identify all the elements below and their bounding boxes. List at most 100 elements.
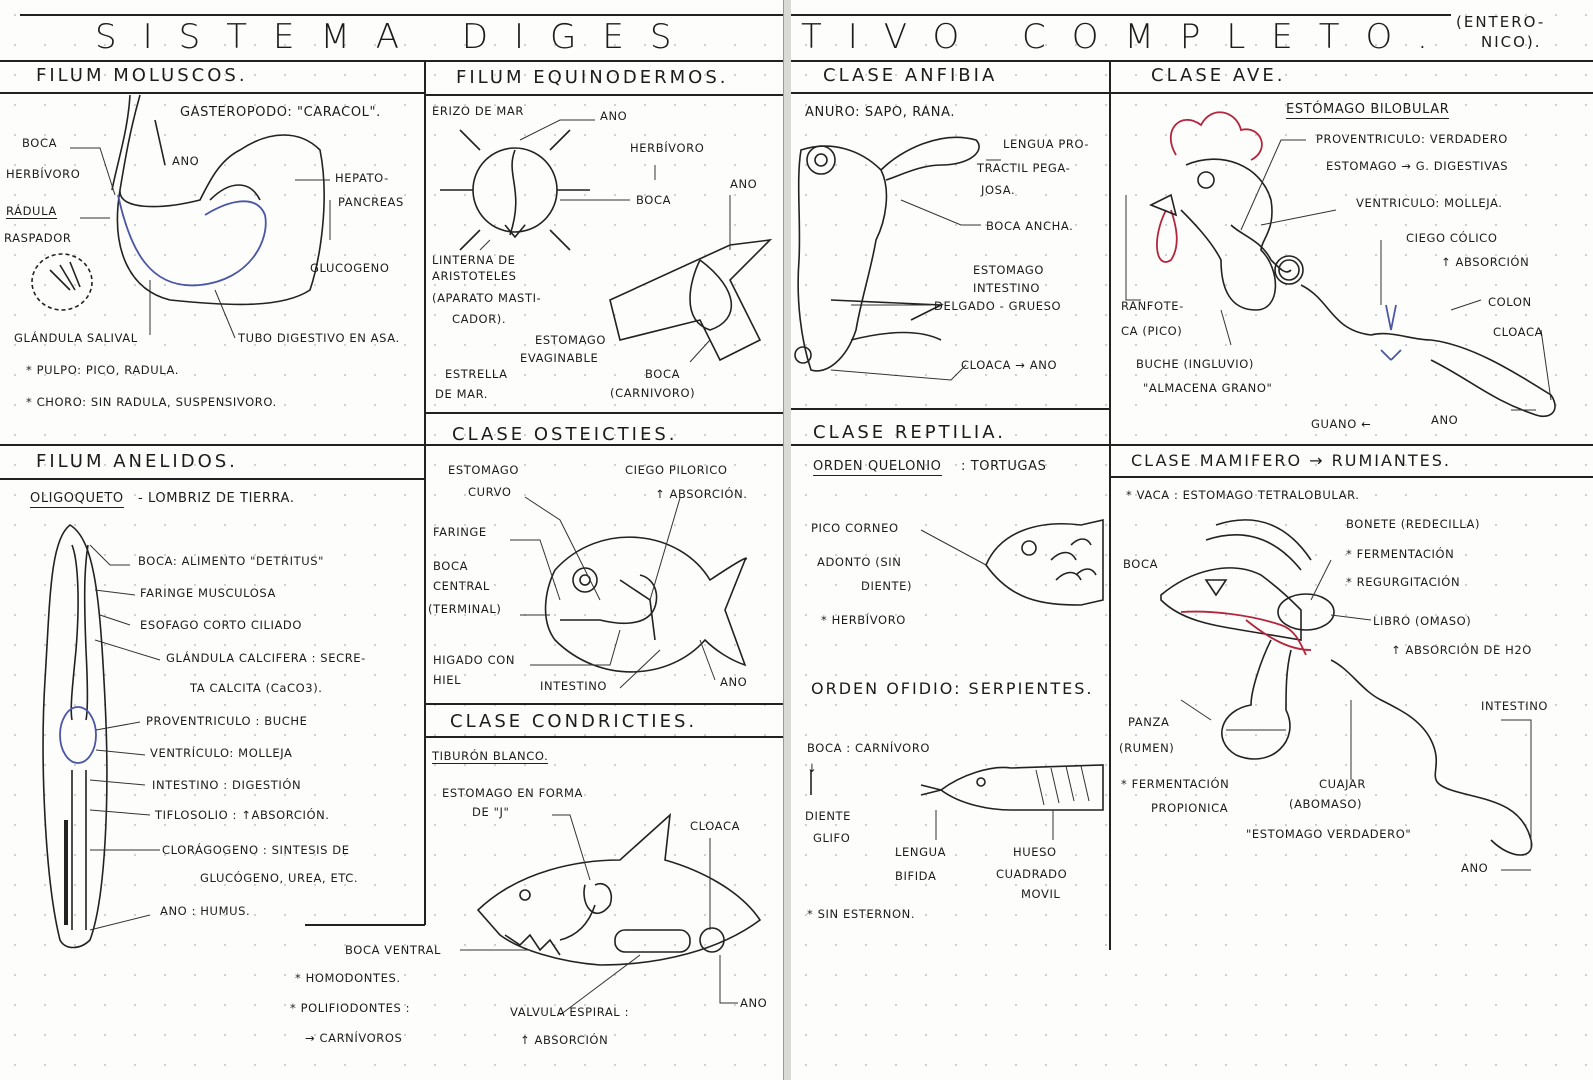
snail-label-hepato: HEPATO-: [335, 171, 389, 185]
row-divider-right: [791, 444, 1593, 446]
snake-label-glifo: GLIFO: [813, 831, 851, 845]
hen-label-ventriculo: VENTRICULO: MOLLEJA.: [1356, 196, 1503, 210]
shark-label-valvula: VALVULA ESPIRAL :: [510, 1005, 630, 1019]
column-divider-right: [1109, 60, 1111, 950]
anelidos-bottom-rule: [305, 924, 425, 926]
fish-label-higado: HIGADO CON: [433, 653, 516, 667]
fish-label-absorcion: ↑ ABSORCIÓN.: [655, 487, 748, 501]
frog-label-tractil: TRACTIL PEGA-: [977, 161, 1071, 175]
snail-label-herbivoro: HERBÍVORO: [6, 167, 81, 181]
anelidos-species: OLIGOQUETO: [30, 491, 124, 508]
fish-label-ano: ANO: [720, 675, 748, 689]
starfish-label-boca: BOCA: [645, 367, 681, 381]
cow-label-ano: ANO: [1461, 861, 1489, 875]
condricties-header-rule: [424, 736, 783, 738]
shark-label-absorcion: ↑ ABSORCIÓN: [520, 1033, 609, 1047]
worm-label-cloragogeno: CLORÁGOGENO : SINTESIS DE: [162, 843, 350, 857]
ave-subtitle: ESTÓMAGO BILOBULAR: [1286, 102, 1450, 119]
urchin-label: ERIZO DE MAR: [432, 104, 524, 118]
column-divider: [424, 60, 426, 925]
anfibia-species: ANURO: SAPO, RANA.: [805, 105, 956, 120]
shark-note-homodontes: * HOMODONTES.: [295, 971, 401, 985]
anfibia-bottom-rule: [791, 408, 1109, 410]
moluscos-header: FILUM MOLUSCOS.: [36, 65, 248, 86]
frog-drawing: [794, 136, 1001, 381]
shark-label-dej: DE "J": [472, 805, 510, 819]
worm-label-faringe: FARINGE MUSCULOSA: [140, 586, 276, 600]
worm-label-boca: BOCA: ALIMENTO "DETRITUS": [138, 554, 325, 568]
anelidos-header: FILUM ANELIDOS.: [36, 451, 238, 472]
urchin-label-aristoteles: ARISTOTELES: [432, 269, 517, 283]
worm-label-glucogeno: GLUCÓGENO, UREA, ETC.: [200, 871, 359, 885]
cow-label-estomago-verdadero: "ESTOMAGO VERDADERO": [1246, 827, 1412, 841]
shark-label-boca-ventral: BOCA VENTRAL: [345, 943, 442, 957]
worm-label-intestino: INTESTINO : DIGESTIÓN: [152, 778, 302, 792]
sea-urchin-starfish-drawing: [440, 119, 773, 363]
fish-label-ciego: CIEGO PILORICO: [625, 463, 728, 477]
hen-label-ano: ANO: [1431, 413, 1459, 427]
cow-label-cuajar: CUAJAR: [1319, 777, 1366, 791]
snake-arrow: ↓: [807, 761, 818, 775]
moluscos-note-choro: * CHORO: SIN RADULA, SUSPENSIVORO.: [26, 395, 277, 409]
turtle-label-adonto: ADONTO (SIN: [817, 555, 902, 569]
hen-label-almacena: "ALMACENA GRANO": [1143, 381, 1273, 395]
shark-species: TIBURÓN BLANCO.: [432, 749, 549, 765]
snake-label-hueso: HUESO: [1013, 845, 1057, 859]
hen-label-guano: GUANO ←: [1311, 417, 1372, 431]
frog-label-cloaca: CLOACA → ANO: [961, 358, 1058, 372]
moluscos-header-rule: [0, 92, 424, 94]
earthworm-drawing: [42, 524, 161, 949]
ofidio-title: ORDEN OFIDIO: SERPIENTES.: [811, 679, 1094, 698]
shark-label-ano: ANO: [740, 996, 768, 1010]
title-paren-a: (ENTERO-: [1456, 13, 1546, 31]
hen-label-ranfoteca: RANFOTE-: [1121, 299, 1184, 313]
snail-label-glucogeno: GLUCOGENO: [310, 261, 390, 275]
snail-label-tubo-digestivo: TUBO DIGESTIVO EN ASA.: [238, 331, 400, 345]
urchin-label-aparato: (APARATO MASTI-: [432, 291, 542, 305]
fish-label-boca: BOCA: [433, 559, 469, 573]
frog-label-estomago: ESTOMAGO: [973, 263, 1044, 277]
right-notebook-page: TIVO COMPLETO. (ENTERO- NICO). CLASE ANF…: [791, 0, 1593, 1080]
snake-label-lengua: LENGUA: [895, 845, 947, 859]
mamifero-header: CLASE MAMIFERO → RUMIANTES.: [1131, 451, 1452, 470]
worm-label-tiflosolio: TIFLOSOLIO : ↑ABSORCIÓN.: [155, 808, 330, 822]
snail-label-boca: BOCA: [22, 136, 58, 150]
equinodermos-header-rule: [424, 94, 783, 96]
urchin-label-herbivoro: HERBÍVORO: [630, 141, 705, 155]
moluscos-note-pulpo: * PULPO: PICO, RADULA.: [26, 363, 180, 377]
cow-label-boca: BOCA: [1123, 557, 1159, 571]
top-rule: [20, 14, 783, 16]
shark-drawing: [460, 812, 762, 1016]
quelonio-note: : TORTUGAS: [961, 459, 1047, 474]
condricties-top-rule: [424, 703, 783, 705]
main-title-right: TIVO COMPLETO.: [801, 17, 1454, 57]
cow-drawing: [1160, 519, 1533, 871]
worm-label-ano: ANO : HUMUS.: [160, 904, 251, 918]
turtle-snake-drawing: [810, 518, 1104, 840]
cow-label-absorcion-h2o: ↑ ABSORCIÓN DE H2O: [1391, 643, 1532, 657]
cow-label-abomaso: (ABOMASO): [1289, 797, 1363, 811]
top-rule-right: [791, 14, 1451, 16]
condricties-header: CLASE CONDRICTIES.: [450, 711, 698, 732]
title-underline-right: [791, 60, 1593, 62]
moluscos-species: GASTEROPODO: "CARACOL".: [180, 105, 381, 120]
equinodermos-header: FILUM EQUINODERMOS.: [456, 67, 729, 88]
snake-label-bifida: BIFIDA: [895, 869, 937, 883]
quelonio-title: ORDEN QUELONIO: [813, 459, 942, 476]
cow-label-rumen: (RUMEN): [1119, 741, 1175, 755]
turtle-label-diente: DIENTE): [861, 579, 913, 593]
anelidos-header-rule: [0, 478, 424, 480]
starfish-label-demar: DE MAR.: [435, 387, 489, 401]
worm-label-ventriculo: VENTRÍCULO: MOLLEJA: [150, 746, 293, 760]
osteicties-header: CLASE OSTEICTIES.: [452, 424, 678, 445]
main-title-left: SISTEMA DIGES: [95, 17, 698, 57]
snail-label-glandula-salival: GLÁNDULA SALIVAL: [14, 331, 138, 345]
frog-label-boca: BOCA ANCHA.: [986, 219, 1074, 233]
starfish-label-carnivoro: (CARNIVORO): [610, 386, 696, 400]
turtle-label-herbivoro: * HERBÍVORO: [821, 613, 906, 627]
row-divider: [0, 444, 783, 446]
frog-label-intestino: INTESTINO: [973, 281, 1041, 295]
hen-drawing: [1125, 111, 1556, 417]
hen-label-buche: BUCHE (INGLUVIO): [1136, 357, 1254, 371]
fish-label-intestino: INTESTINO: [540, 679, 608, 693]
